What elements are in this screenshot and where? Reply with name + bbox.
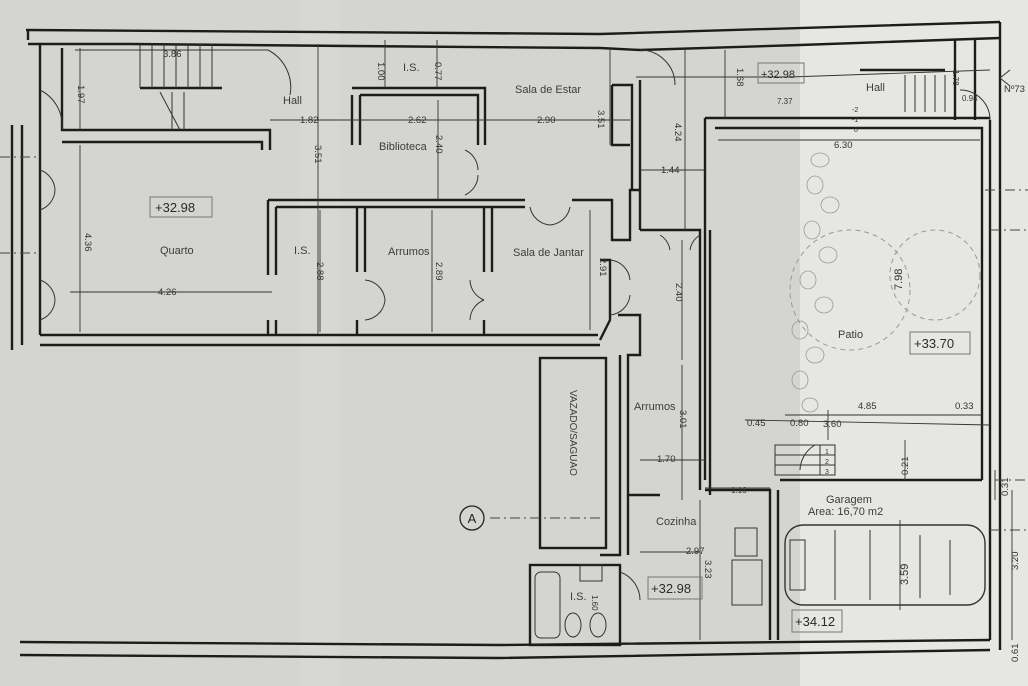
room-label-patio: Patio [838, 329, 863, 341]
section-marker-a: A [459, 505, 485, 531]
dim-3-01: 3.01 [677, 410, 688, 429]
dim-4-24: 4.24 [672, 123, 683, 142]
room-labels: Hall I.S. Sala de Estar Biblioteca Quart… [160, 62, 885, 603]
dim-1-82: 1.82 [300, 115, 319, 126]
dim-2-90: 2.90 [537, 115, 556, 126]
grid-lines [0, 156, 1028, 531]
room-label-sala-estar: Sala de Estar [515, 84, 581, 96]
room-label-biblioteca: Biblioteca [379, 141, 428, 153]
dim-2-40-right: 2.40 [673, 283, 684, 302]
level-quarto: +32.98 [155, 200, 195, 215]
garage-step-1: 1 [825, 449, 829, 456]
patio-pebbles [789, 152, 981, 413]
dim-3-23: 3.23 [702, 560, 713, 579]
dim-3-51-right: 3.51 [595, 110, 606, 129]
step-level-minus-1: -1 [852, 117, 858, 124]
entrance-arrow-icon [999, 69, 1011, 87]
dimension-lines [70, 40, 1013, 640]
dim-1-00: 1.00 [375, 62, 386, 81]
dim-0-61: 0.61 [1010, 644, 1021, 663]
step-level-minus-2: -2 [852, 107, 858, 114]
room-label-is-mid: I.S. [294, 245, 311, 257]
garage-area: Area: 16,70 m2 [808, 506, 883, 518]
dim-4-26: 4.26 [158, 287, 177, 298]
dim-3-20: 3.20 [1010, 552, 1021, 571]
dim-0-21: 0.21 [900, 457, 911, 476]
room-label-is-bottom: I.S. [570, 591, 587, 603]
street-number: Nº73 [1004, 84, 1025, 95]
dim-2-62: 2.62 [408, 115, 427, 126]
level-markers: +32.98 +32.98 +33.70 +32.98 +34.12 [149, 62, 971, 633]
dim-4-85: 4.85 [858, 401, 877, 412]
room-label-cozinha: Cozinha [656, 516, 697, 528]
room-label-vazado: VAZADO/SAGUAO [567, 390, 578, 476]
step-level-0: 0 [854, 127, 858, 134]
room-label-is-top: I.S. [403, 62, 420, 74]
dim-0-94: 0.94 [962, 94, 978, 103]
outer-walls [10, 20, 1002, 660]
dim-6-30: 6.30 [834, 140, 853, 151]
dim-0-80: 0.80 [790, 418, 809, 429]
garage-step-2: 2 [825, 459, 829, 466]
room-label-arrumos-left: Arrumos [388, 246, 430, 258]
room-label-arrumos-right: Arrumos [634, 401, 676, 413]
level-garagem: +34.12 [795, 614, 835, 629]
dim-1-60: 1.60 [590, 595, 599, 611]
dim-7-98: 7.98 [893, 269, 905, 290]
step-level-labels: -2 -1 0 1 2 3 [825, 107, 858, 476]
paper-fold [300, 0, 340, 686]
level-entrance: +32.98 [761, 69, 795, 81]
dim-0-45: 0.45 [747, 418, 766, 429]
dim-1-78: 1.78 [951, 70, 960, 86]
section-marker-label: A [468, 511, 477, 526]
dim-1-44: 1.44 [661, 165, 680, 176]
level-patio: +33.70 [914, 336, 954, 351]
dim-0-77: 0.77 [432, 62, 443, 81]
dim-2-91: 2.91 [597, 258, 608, 277]
dim-0-33: 0.33 [955, 401, 974, 412]
dim-3-59: 3.59 [899, 564, 911, 585]
car-drawing [784, 524, 986, 606]
dim-3-60: 3.60 [823, 419, 842, 430]
room-label-quarto: Quarto [160, 245, 194, 257]
dim-3-86: 3.86 [163, 49, 182, 60]
door-swings [39, 49, 991, 601]
dim-1-97: 1.97 [75, 85, 86, 104]
room-label-sala-jantar: Sala de Jantar [513, 247, 584, 259]
vazado-shaft [538, 356, 608, 550]
dim-0-31: 0.31 [1000, 478, 1011, 497]
bathroom-fixtures [534, 527, 763, 639]
dimension-labels: 3.86 1.97 1.00 0.77 1.82 2.62 2.90 3.51 … [75, 49, 1021, 662]
entrance-marker: Nº73 [999, 69, 1025, 95]
dim-7-37: 7.37 [777, 97, 793, 106]
dim-2-40-biblioteca: 2.40 [433, 135, 444, 154]
bathroom-bottom-walls [528, 563, 622, 647]
dim-4-36: 4.36 [82, 233, 93, 252]
room-label-hall-right: Hall [866, 82, 885, 94]
dim-2-88: 2.88 [314, 262, 325, 281]
dim-2-89: 2.89 [433, 262, 444, 281]
dim-2-97: 2.97 [686, 546, 705, 557]
room-label-hall-left: Hall [283, 95, 302, 107]
dim-1-70: 1.70 [657, 454, 676, 465]
dim-1-68: 1.68 [734, 68, 745, 87]
garage-step-3: 3 [825, 469, 829, 476]
level-cozinha: +32.98 [651, 581, 691, 596]
dim-1-16: 1.16 [731, 486, 747, 495]
stairs-left [139, 44, 213, 131]
dim-3-51-left: 3.51 [312, 145, 323, 164]
stairs-right [860, 40, 977, 120]
room-label-garagem: Garagem [826, 494, 872, 506]
